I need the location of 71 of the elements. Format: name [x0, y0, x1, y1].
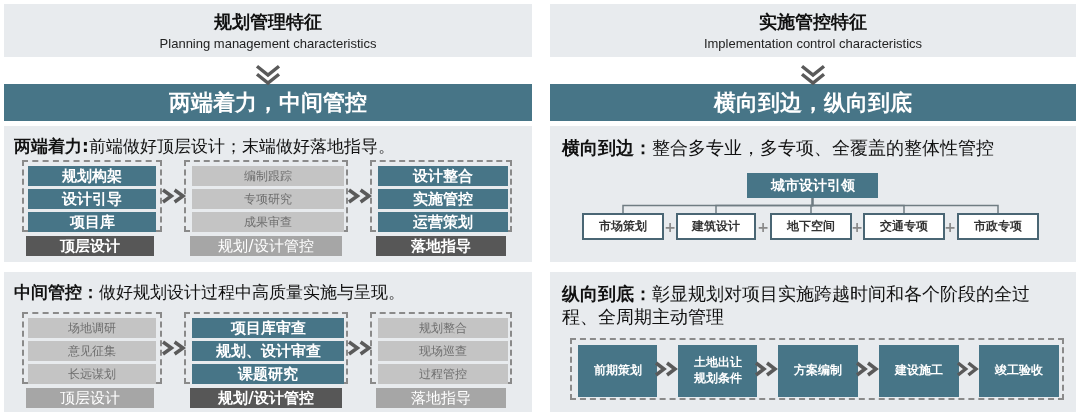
stage-caption: 落地指导 [376, 388, 506, 408]
dashed-group-frame [22, 160, 162, 232]
task-box: 规划、设计审查 [192, 341, 344, 361]
chevron-arrow [855, 361, 879, 377]
dashed-group-frame [370, 312, 512, 384]
chevron-arrow [754, 361, 778, 377]
section-title: 规划管理特征 [214, 10, 322, 34]
panel-heading: 中间管控：做好规划设计过程中高质量实施与呈现。 [14, 281, 406, 304]
theme-banner: 两端着力，中间管控 [4, 84, 532, 121]
panel-heading: 两端着力:前端做好顶层设计；末端做好落地指导。 [14, 135, 396, 158]
connector-line [811, 197, 999, 214]
task-box: 意见征集 [28, 341, 156, 361]
task-box: 规划构架 [28, 166, 156, 186]
category-box: 市场策划 [582, 213, 664, 240]
task-box: 实施管控 [378, 189, 508, 209]
plus-sign: + [664, 219, 676, 235]
chevron-arrow [800, 64, 826, 86]
task-box: 项目库审查 [192, 318, 344, 338]
panel-heading: 横向到边：整合多专业，多专项、全覆盖的整体性管控 [562, 136, 995, 160]
panel-card [550, 126, 1076, 262]
plus-sign: + [944, 219, 956, 235]
stage-caption: 顶层设计 [26, 236, 154, 256]
chevron-arrow [161, 340, 186, 356]
task-box: 课题研究 [192, 364, 344, 384]
task-box: 项目库 [28, 212, 156, 232]
process-step-box: 竣工验收 [979, 345, 1059, 397]
chevron-arrow [255, 64, 281, 86]
chevron-arrow [347, 188, 372, 204]
panel-heading: 纵向到底：彰显规划对项目实施跨越时间和各个阶段的全过程、全周期主动管理 [562, 282, 1031, 329]
panel-card [4, 126, 532, 262]
category-box: 地下空间 [770, 213, 852, 240]
task-box: 设计整合 [378, 166, 508, 186]
process-step-box: 土地出让规划条件 [678, 345, 757, 397]
root-category-box: 城市设计引领 [747, 173, 878, 198]
chevron-arrow [956, 361, 979, 377]
section-subtitle: Implementation control characteristics [703, 36, 923, 51]
section-subtitle: Planning management characteristics [159, 36, 377, 51]
chevron-arrow [654, 361, 678, 377]
category-box: 市政专项 [957, 213, 1039, 240]
stage-caption: 落地指导 [376, 236, 506, 256]
stage-caption: 规划/设计管控 [190, 388, 342, 408]
category-box: 建筑设计 [676, 213, 756, 240]
panel-card [4, 272, 532, 412]
task-box: 长远谋划 [28, 364, 156, 384]
theme-banner: 横向到边，纵向到底 [550, 84, 1076, 121]
stage-caption: 顶层设计 [26, 388, 154, 408]
stage-caption: 规划/设计管控 [190, 236, 342, 256]
task-box: 运营策划 [378, 212, 508, 232]
process-step-box: 前期策划 [578, 345, 657, 397]
task-box: 设计引导 [28, 189, 156, 209]
task-box: 规划整合 [378, 318, 508, 338]
dashed-group-frame [570, 338, 1064, 400]
dashed-group-frame [22, 312, 162, 384]
chevron-arrow [161, 188, 186, 204]
process-step-box: 方案编制 [778, 345, 858, 397]
task-box: 编制跟踪 [192, 166, 344, 186]
chevron-arrow [347, 340, 372, 356]
section-title: 实施管控特征 [759, 10, 867, 34]
task-box: 场地调研 [28, 318, 156, 338]
dashed-group-frame [184, 160, 348, 232]
task-box: 现场巡查 [378, 341, 508, 361]
category-box: 交通专项 [863, 213, 945, 240]
dashed-group-frame [184, 312, 348, 384]
dashed-group-frame [370, 160, 512, 232]
task-box: 专项研究 [192, 189, 344, 209]
task-box: 成果审查 [192, 212, 344, 232]
task-box: 过程管控 [378, 364, 508, 384]
process-step-box: 建设施工 [879, 345, 959, 397]
plus-sign: + [757, 219, 769, 235]
panel-card [550, 272, 1076, 412]
plus-sign: + [851, 219, 863, 235]
